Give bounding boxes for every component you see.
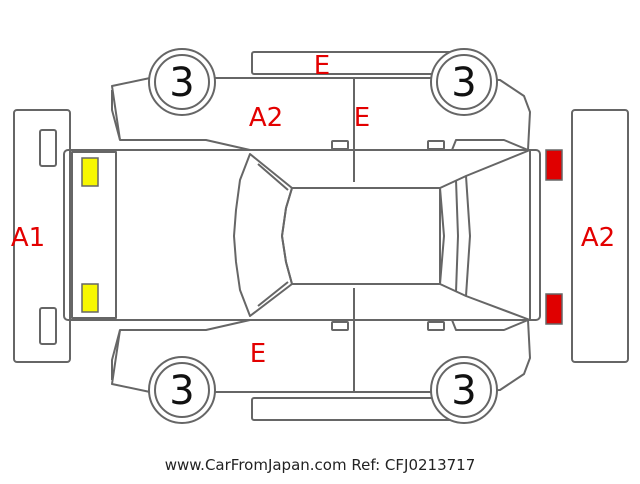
mark-left-front-door: A2 <box>249 103 283 133</box>
tire-rear-left <box>430 48 498 116</box>
taillight-top-marker <box>545 149 563 181</box>
mark-front-bumper: A1 <box>11 223 45 253</box>
mark-left-side-strip: E <box>314 51 330 81</box>
footer-ref: Ref: CFJ0213717 <box>351 456 476 474</box>
tire-rear-right-grade: 3 <box>451 368 476 414</box>
tire-front-right-grade: 3 <box>169 368 194 414</box>
tire-front-left-grade: 3 <box>169 60 194 106</box>
bottom-side-strip <box>251 397 453 421</box>
taillight-bottom-marker <box>545 293 563 325</box>
front-bumper <box>13 109 71 363</box>
mark-left-rear-door: E <box>354 103 370 133</box>
car-body <box>63 77 541 393</box>
rear-bumper <box>571 109 629 363</box>
tire-rear-left-grade: 3 <box>451 60 476 106</box>
footer-website: www.CarFromJapan.com <box>164 456 347 474</box>
top-side-strip <box>251 51 453 75</box>
tire-rear-right <box>430 356 498 424</box>
mark-right-front-door: E <box>250 339 266 369</box>
headlight-bottom-marker <box>81 283 99 313</box>
mark-rear-bumper: A2 <box>581 223 615 253</box>
tire-front-left <box>148 48 216 116</box>
footer-credit: www.CarFromJapan.com Ref: CFJ0213717 <box>0 456 640 474</box>
headlight-top-marker <box>81 157 99 187</box>
tire-front-right <box>148 356 216 424</box>
